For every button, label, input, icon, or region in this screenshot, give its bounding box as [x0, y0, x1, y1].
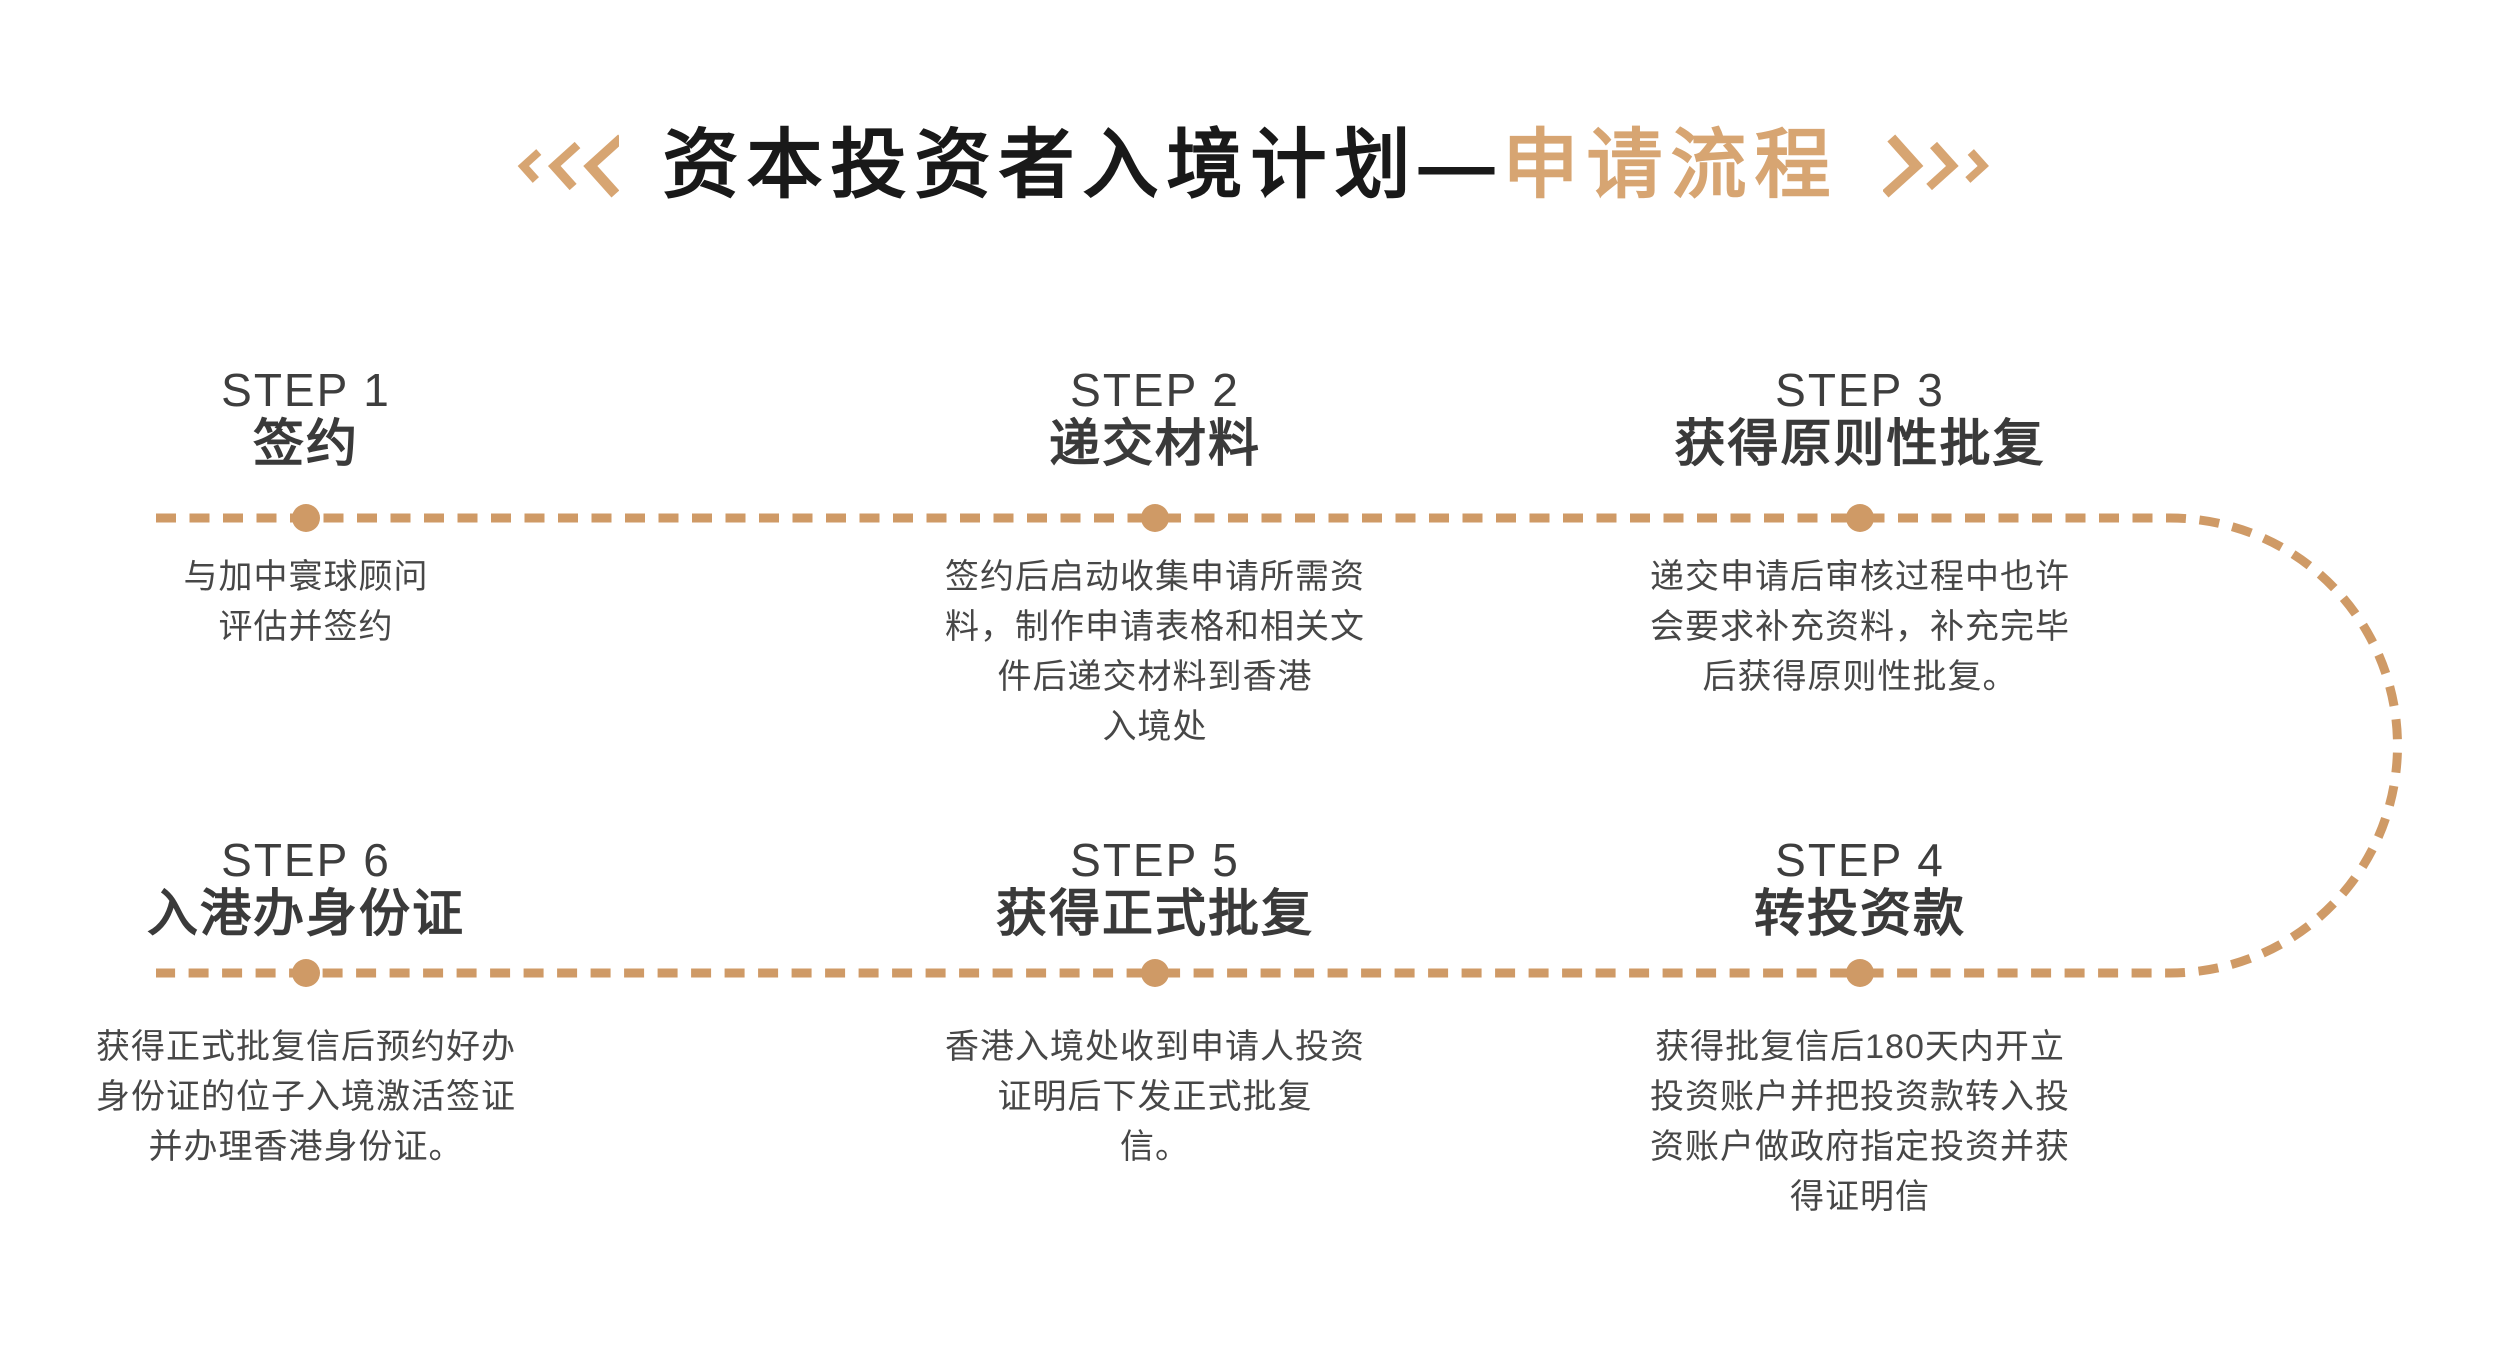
step-card-6: STEP 6 入港办身份证 获得正式批复信后预约好办身份证的位子入境激活签证并办…	[0, 836, 616, 1172]
step-card-3: STEP 3 获得原则性批复 递交申请后审核过程中也许会要求补充资料，补充完毕后…	[1550, 366, 2170, 702]
flow-dot-step4	[1846, 959, 1874, 987]
step-title: 获得正式批复	[995, 885, 1314, 942]
step-description-line: 并办理香港身份证。	[148, 1128, 464, 1166]
page-title-row: 资本投资者入境计划—申请流程	[0, 118, 2501, 214]
step-description-line: 获得正式批复信后预约好办	[96, 1028, 516, 1066]
step-description-line: 签约后启动收集申请所需资	[945, 558, 1365, 596]
step-card-1: STEP 1 签约 与加中寰球顾问评估并签约	[0, 366, 616, 652]
step-title: 获得原则性批复	[1674, 415, 2046, 472]
step-description-line: 证明后下发正式批复	[997, 1078, 1313, 1116]
step-description-line: 评估并签约	[218, 608, 394, 646]
step-title: 转投资款	[1753, 885, 1966, 942]
step-description-line: 资账户做政府指定投资并获	[1650, 1128, 2070, 1166]
step-description-line: 信。	[1120, 1128, 1190, 1166]
step-description-line: 身份证的位子入境激活签证	[96, 1078, 516, 1116]
step-card-2: STEP 2 递交材料 签约后启动收集申请所需资料，制作申请表格和相关文件后递交…	[845, 366, 1465, 752]
step-description-line: 料，制作申请表格和相关文	[945, 608, 1365, 646]
step-description-line: 获得批复信后180天内开立	[1655, 1028, 2065, 1066]
step-description-line: 与加中寰球顾问	[183, 558, 429, 596]
step-card-5: STEP 5 获得正式批复 香港入境处收到申请人投资证明后下发正式批复信。	[845, 836, 1465, 1172]
step-description-line: 会要求补充资料，补充完毕	[1650, 608, 2070, 646]
step-description: 香港入境处收到申请人投资证明后下发正式批复信。	[845, 1022, 1465, 1172]
step-description: 与加中寰球顾问评估并签约	[0, 552, 616, 652]
step-label: STEP 4	[1775, 834, 1945, 886]
step-description: 获得正式批复信后预约好办身份证的位子入境激活签证并办理香港身份证。	[0, 1022, 616, 1172]
step-label: STEP 1	[221, 364, 391, 416]
step-label: STEP 3	[1775, 364, 1945, 416]
page-title-highlight: 申请流程	[1502, 123, 1839, 208]
step-title: 递交材料	[1048, 415, 1261, 472]
step-description-line: 香港入境处收到申请人投资	[945, 1028, 1365, 1066]
step-label: STEP 6	[221, 834, 391, 886]
step-description: 签约后启动收集申请所需资料，制作申请表格和相关文件后递交材料到香港入境处	[845, 552, 1465, 752]
flow-dot-step3	[1846, 504, 1874, 532]
step-card-4: STEP 4 转投资款 获得批复信后180天内开立投资账户并把投资款转入投资账户…	[1550, 836, 2170, 1222]
flow-dot-step2	[1141, 504, 1169, 532]
step-title: 入港办身份证	[146, 885, 465, 942]
triple-chevron-right-icon	[1882, 131, 2003, 201]
page-title-black: 资本投资者入境计划—	[662, 123, 1503, 208]
step-title: 签约	[252, 415, 359, 472]
step-description-line: 件后递交材料到香港	[997, 658, 1313, 696]
step-description: 递交申请后审核过程中也许会要求补充资料，补充完毕后获得原则性批复。	[1550, 552, 2170, 702]
step-label: STEP 5	[1070, 834, 1240, 886]
step-description-line: 入境处	[1102, 708, 1208, 746]
step-description-line: 后获得原则性批复。	[1702, 658, 2018, 696]
step-description-line: 投资账户并把投资款转入投	[1650, 1078, 2070, 1116]
flow-dot-step6	[292, 959, 320, 987]
flow-dot-step5	[1141, 959, 1169, 987]
step-label: STEP 2	[1070, 364, 1240, 416]
step-description: 获得批复信后180天内开立投资账户并把投资款转入投资账户做政府指定投资并获得证明…	[1550, 1022, 2170, 1222]
flow-dot-step1	[292, 504, 320, 532]
triple-chevron-left-icon	[499, 131, 619, 201]
step-description-line: 得证明信	[1790, 1178, 1930, 1216]
step-description-line: 递交申请后审核过程中也许	[1650, 558, 2070, 596]
page-title: 资本投资者入境计划—申请流程	[663, 118, 1839, 214]
flow-path	[156, 513, 2402, 978]
